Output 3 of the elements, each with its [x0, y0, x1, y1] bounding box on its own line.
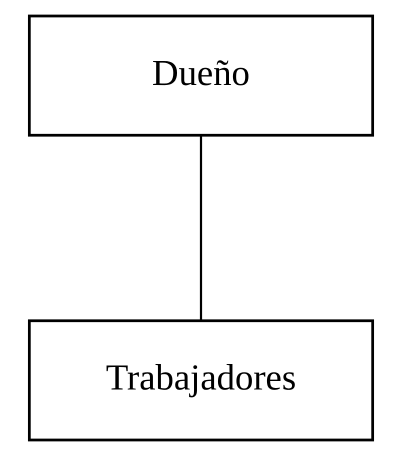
node-box: Dueño	[27, 14, 374, 137]
connector	[199, 136, 202, 321]
node-box: Trabajadores	[27, 319, 374, 442]
